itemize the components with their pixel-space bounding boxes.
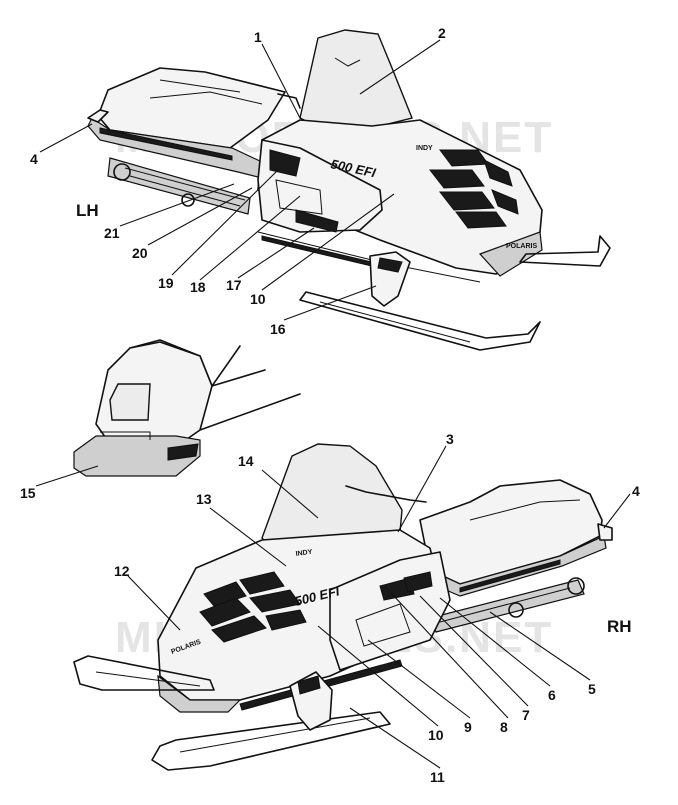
callout-21: 21 (104, 225, 120, 241)
callout-7: 7 (522, 707, 530, 723)
ski-front-left (299, 251, 541, 351)
callout-10-bottom: 10 (428, 727, 444, 743)
hood-vents-left (428, 149, 519, 229)
callout-3: 3 (446, 431, 454, 447)
callout-11: 11 (430, 769, 445, 785)
callout-16: 16 (270, 321, 286, 337)
callout-10-top: 10 (250, 291, 266, 307)
callout-13: 13 (196, 491, 212, 507)
callout-1: 1 (254, 29, 262, 45)
callout-4-top: 4 (30, 151, 38, 167)
track-left (107, 157, 251, 215)
hood-vents-right (199, 571, 307, 643)
callout-numbers: 1 2 4 21 20 19 18 17 10 16 15 14 3 4 13 … (20, 25, 640, 785)
side-label-rh: RH (607, 617, 632, 636)
callout-20: 20 (132, 245, 148, 261)
callout-6: 6 (548, 687, 556, 703)
callout-9: 9 (464, 719, 472, 735)
snowmobile-right-view: POLARIS INDY 500 EFI (73, 443, 613, 771)
ski-rear-left (519, 235, 611, 267)
hood-detail-view (73, 339, 301, 477)
callout-5: 5 (588, 681, 596, 697)
callout-18: 18 (190, 279, 206, 295)
callout-19: 19 (158, 275, 174, 291)
callout-14: 14 (238, 453, 254, 469)
callout-12: 12 (114, 563, 130, 579)
hood-badge-right: INDY (295, 549, 313, 558)
brand-decal-left: POLARIS (506, 243, 537, 250)
callout-2: 2 (438, 25, 446, 41)
leader-lines (35, 39, 631, 769)
side-label-lh: LH (76, 201, 99, 220)
seat-right (419, 479, 603, 585)
snowmobile-left-view: POLARIS INDY 500 EFI (87, 29, 611, 351)
callout-8: 8 (500, 719, 508, 735)
callout-4-bottom: 4 (632, 483, 640, 499)
hood-badge-left: INDY (416, 145, 433, 152)
ski-rear-right (73, 655, 215, 691)
windshield-left (299, 29, 413, 129)
ski-front-right (151, 671, 391, 771)
callout-15: 15 (20, 485, 36, 501)
callout-17: 17 (226, 277, 242, 293)
